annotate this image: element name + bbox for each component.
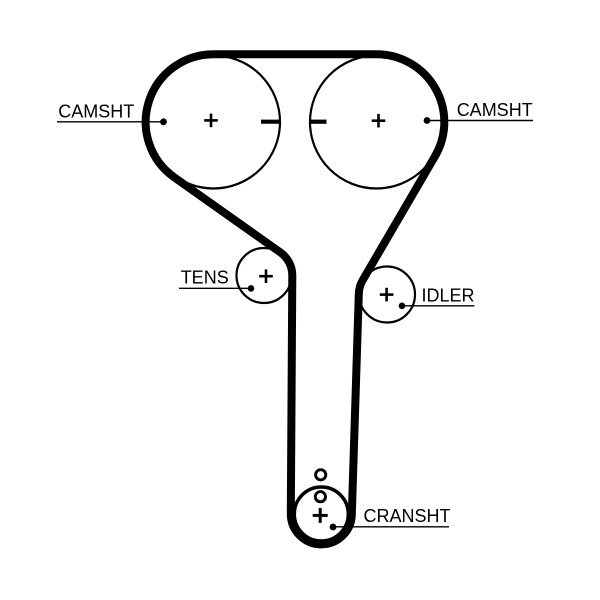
svg-text:TENS: TENS: [181, 268, 229, 288]
svg-text:CRANSHT: CRANSHT: [364, 506, 451, 526]
svg-text:CAMSHT: CAMSHT: [457, 100, 533, 120]
svg-text:IDLER: IDLER: [422, 286, 475, 306]
svg-text:CAMSHT: CAMSHT: [58, 102, 134, 122]
